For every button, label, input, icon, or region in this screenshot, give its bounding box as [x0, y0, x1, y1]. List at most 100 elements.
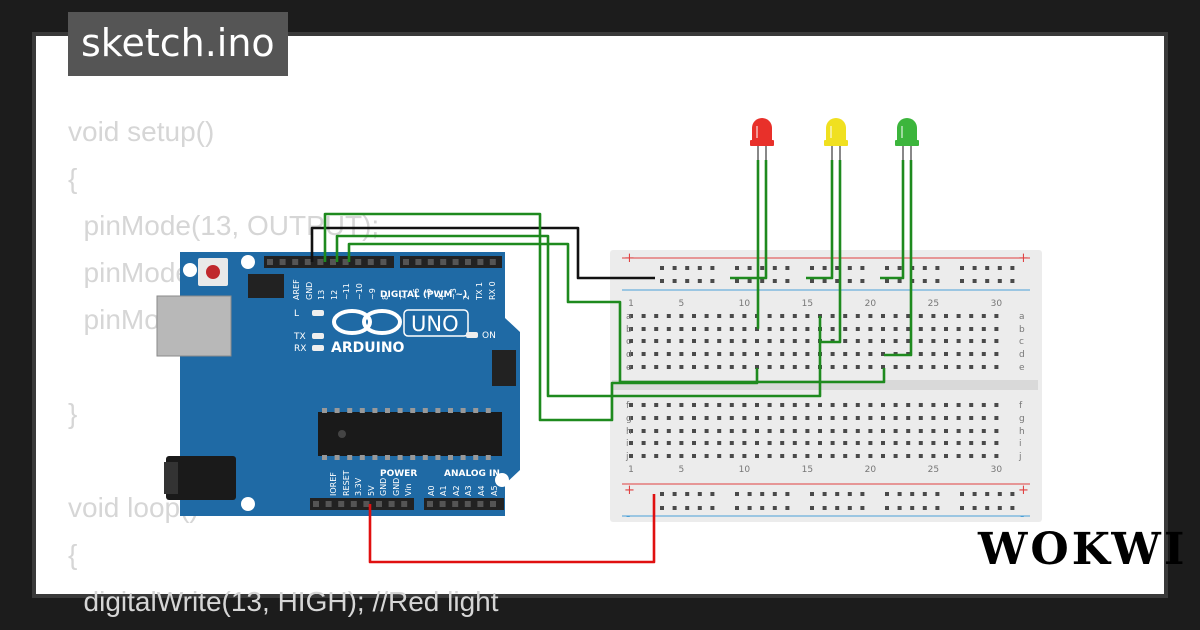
breadboard-hole: [792, 339, 797, 343]
arduino-pin-label: GND: [379, 478, 388, 496]
rail-hole: [810, 492, 814, 496]
breadboard-hole: [654, 429, 659, 433]
breadboard-hole: [994, 416, 999, 420]
power-jack-tip: [164, 462, 178, 494]
breadboard-hole: [969, 403, 974, 407]
breadboard-hole: [666, 352, 671, 356]
breadboard-hole: [679, 314, 684, 318]
breadboard-hole: [944, 441, 948, 445]
arduino-pin-label: ~5: [424, 288, 433, 300]
rail-hole: [997, 266, 1002, 270]
breadboard-hole: [818, 454, 822, 458]
breadboard-hole: [843, 339, 848, 343]
breadboard-hole: [843, 403, 848, 407]
column-label: 20: [865, 299, 877, 309]
arduino-pin-label: 5V: [367, 485, 376, 496]
breadboard-hole: [641, 339, 646, 343]
row-label: g: [1019, 414, 1025, 424]
breadboard-hole: [931, 314, 936, 318]
breadboard-hole: [704, 454, 709, 458]
led-body: [752, 118, 772, 146]
code-line: {: [68, 539, 78, 570]
breadboard-hole: [729, 314, 734, 318]
chip-pin: [410, 408, 416, 413]
rail-hole: [910, 506, 915, 510]
code-line: {: [68, 163, 78, 194]
row-label: i: [626, 439, 629, 449]
header-pin: [403, 259, 409, 265]
breadboard-hole: [830, 454, 835, 458]
breadboard-hole: [805, 327, 810, 331]
breadboard-hole: [843, 352, 848, 356]
breadboard-hole: [755, 403, 759, 407]
breadboard-hole: [792, 429, 797, 433]
column-label: 5: [679, 299, 685, 309]
breadboard-hole: [868, 416, 873, 420]
chip-pin: [448, 455, 453, 460]
rail-hole: [985, 266, 990, 270]
chip-pin: [359, 408, 365, 413]
breadboard-hole: [855, 327, 860, 331]
breadboard-hole: [666, 416, 671, 420]
breadboard-hole: [994, 454, 999, 458]
header-pin: [427, 259, 434, 265]
rail-hole: [960, 279, 964, 283]
breadboard-hole: [742, 339, 747, 343]
rail-hole: [935, 506, 940, 510]
led-rim: [824, 140, 848, 146]
column-label: 1: [628, 299, 634, 309]
column-label: 10: [739, 299, 751, 309]
breadboard-hole: [994, 314, 999, 318]
breadboard-hole: [893, 403, 898, 407]
rail-hole: [860, 506, 865, 510]
rail-hole: [810, 279, 814, 283]
project-preview-card[interactable]: void setup(){ pinMode(13, OUTPUT); pinMo…: [36, 36, 1164, 617]
breadboard-hole: [679, 454, 684, 458]
breadboard-hole: [868, 339, 873, 343]
chip-pin: [473, 408, 479, 413]
arduino-pin-label: 4: [437, 295, 446, 300]
breadboard-hole: [805, 352, 810, 356]
breadboard-hole: [944, 339, 948, 343]
breadboard-hole: [717, 454, 722, 458]
header-pin: [330, 259, 336, 265]
breadboard-hole: [742, 327, 747, 331]
arduino-pin-label: A2: [452, 485, 461, 496]
breadboard-hole: [704, 314, 709, 318]
breadboard-hole: [767, 352, 772, 356]
breadboard-hole: [717, 441, 722, 445]
led-body: [897, 118, 917, 146]
breadboard-hole: [818, 429, 822, 433]
header-pin: [342, 259, 349, 265]
breadboard-hole: [893, 454, 898, 458]
breadboard-hole: [969, 352, 974, 356]
breadboard-hole: [742, 403, 747, 407]
rail-hole: [997, 506, 1002, 510]
row-label: c: [626, 337, 631, 347]
breadboard-hole: [654, 352, 659, 356]
breadboard-hole: [742, 429, 747, 433]
breadboard-hole: [931, 327, 936, 331]
breadboard-hole: [855, 441, 860, 445]
rail-hole: [710, 492, 715, 496]
breadboard-hole: [994, 365, 999, 369]
breadboard-hole: [717, 429, 722, 433]
breadboard-hole: [792, 403, 797, 407]
breadboard-hole: [767, 441, 772, 445]
power-header-label: POWER: [380, 469, 417, 479]
breadboard-hole: [881, 416, 885, 420]
breadboard-hole: [868, 352, 873, 356]
arduino-pin-label: Vin: [404, 483, 413, 496]
breadboard-hole: [704, 327, 709, 331]
breadboard-hole: [692, 314, 696, 318]
wire-red-led-cathode: [730, 160, 768, 280]
breadboard-hole: [780, 314, 785, 318]
breadboard-hole: [679, 416, 684, 420]
breadboard-hole: [805, 454, 810, 458]
breadboard-hole: [956, 352, 961, 356]
breadboard-hole: [855, 429, 860, 433]
breadboard-hole: [830, 327, 835, 331]
breadboard-hole: [629, 441, 633, 445]
atmega-chip: [318, 412, 502, 456]
